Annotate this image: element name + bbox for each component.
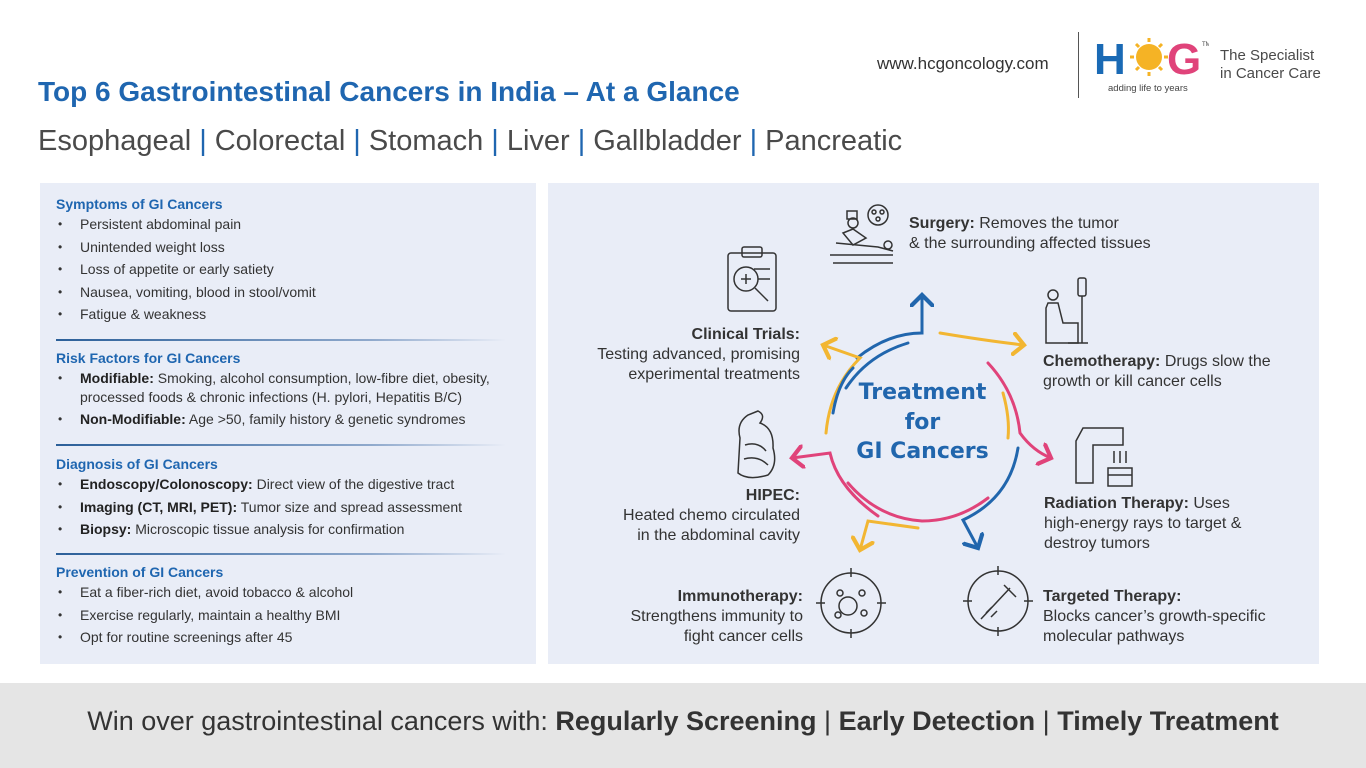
section-title: Risk Factors for GI Cancers [56, 350, 241, 366]
list-item: Modifiable: Smoking, alcohol consumption… [56, 369, 526, 406]
prevention-section: Prevention of GI Cancers Eat a fiber-ric… [56, 564, 526, 651]
immunotherapy-label: Immunotherapy: Strengthens immunity to f… [630, 588, 803, 645]
diagnosis-section: Diagnosis of GI Cancers Endoscopy/Colono… [56, 456, 526, 543]
risk-factors-section: Risk Factors for GI Cancers Modifiable: … [56, 350, 526, 433]
website-link[interactable]: www.hcgoncology.com [877, 54, 1049, 73]
svg-text:G: G [1167, 35, 1201, 84]
cycle-arc-blue [831, 366, 855, 415]
list-item: Biopsy: Microscopic tissue analysis for … [56, 520, 526, 539]
treatment-center-label: Treatment for GI Cancers [856, 380, 989, 464]
surgery-icon [830, 204, 894, 264]
cancer-types-list: Esophageal|Colorectal|Stomach|Liver|Gall… [38, 125, 903, 157]
cancer-type: Esophageal [38, 125, 192, 157]
cycle-arc-pink [846, 481, 990, 523]
radiation-icon [1075, 427, 1133, 487]
list-item: Non-Modifiable: Age >50, family history … [56, 410, 526, 429]
radiation-therapy-label: Radiation Therapy: Uses high-energy rays… [1044, 495, 1242, 552]
list-item: Persistent abdominal pain [56, 215, 526, 234]
cycle-arc-blue [844, 341, 910, 390]
cycle-arc-blue [855, 295, 922, 360]
cancer-type: Liver [506, 125, 570, 157]
symptoms-section: Symptoms of GI Cancers Persistent abdomi… [56, 196, 526, 328]
info-panel: Symptoms of GI Cancers Persistent abdomi… [40, 183, 536, 664]
chemotherapy-label: Chemotherapy: Drugs slow the growth or k… [1043, 353, 1271, 390]
section-title: Symptoms of GI Cancers [56, 196, 223, 212]
list-item: Loss of appetite or early satiety [56, 260, 526, 279]
section-divider [56, 444, 506, 446]
chemotherapy-icon [1045, 277, 1088, 344]
list-item: Endoscopy/Colonoscopy: Direct view of th… [56, 475, 526, 494]
cancer-type: Stomach [368, 125, 484, 157]
cycle-arc-blue [960, 446, 1020, 548]
clinical-trials-label: Clinical Trials: Testing advanced, promi… [597, 326, 800, 383]
list-item: Exercise regularly, maintain a healthy B… [56, 606, 526, 625]
cycle-arc-pink [986, 361, 1051, 458]
list-item: Fatigue & weakness [56, 305, 526, 324]
immunotherapy-icon [816, 568, 886, 638]
page-title: Top 6 Gastrointestinal Cancers in India … [38, 76, 740, 107]
section-title: Diagnosis of GI Cancers [56, 456, 218, 472]
cycle-arc-yellow [1001, 391, 1010, 440]
list-item: Eat a fiber-rich diet, avoid tobacco & a… [56, 583, 526, 602]
hipec-icon [737, 410, 776, 479]
list-item: Opt for routine screenings after 45 [56, 628, 526, 647]
clinical-trials-icon [727, 246, 777, 312]
targeted-therapy-icon [963, 566, 1033, 636]
hcg-logo: H G TM [1094, 35, 1209, 84]
treatment-cycle-diagram [727, 204, 1133, 638]
cancer-type: Gallbladder [593, 125, 742, 157]
cycle-arc-pink [792, 453, 880, 518]
list-item: Unintended weight loss [56, 238, 526, 257]
treatment-panel [548, 183, 1319, 664]
svg-text:TM: TM [1202, 42, 1209, 48]
svg-text:H: H [1094, 35, 1124, 84]
header-divider [1078, 32, 1079, 98]
targeted-therapy-label: Targeted Therapy: Blocks cancer’s growth… [1043, 588, 1266, 645]
logo-tagline: adding life to years [1108, 83, 1188, 94]
section-divider [56, 553, 506, 555]
footer-banner: Win over gastrointestinal cancers with: … [0, 683, 1366, 768]
list-item: Imaging (CT, MRI, PET): Tumor size and s… [56, 498, 526, 517]
cancer-type: Pancreatic [765, 125, 903, 157]
cancer-type: Colorectal [214, 125, 346, 157]
specialist-tagline: The Specialist in Cancer Care [1220, 47, 1321, 82]
footer-text: Win over gastrointestinal cancers with: … [87, 706, 1279, 736]
hipec-label: HIPEC: Heated chemo circulated in the ab… [623, 487, 800, 544]
section-divider [56, 339, 506, 341]
section-title: Prevention of GI Cancers [56, 564, 224, 580]
list-item: Nausea, vomiting, blood in stool/vomit [56, 283, 526, 302]
surgery-label: Surgery: Removes the tumor & the surroun… [909, 215, 1151, 252]
cycle-arc-yellow [938, 331, 1024, 345]
cycle-arc-yellow [860, 519, 920, 550]
